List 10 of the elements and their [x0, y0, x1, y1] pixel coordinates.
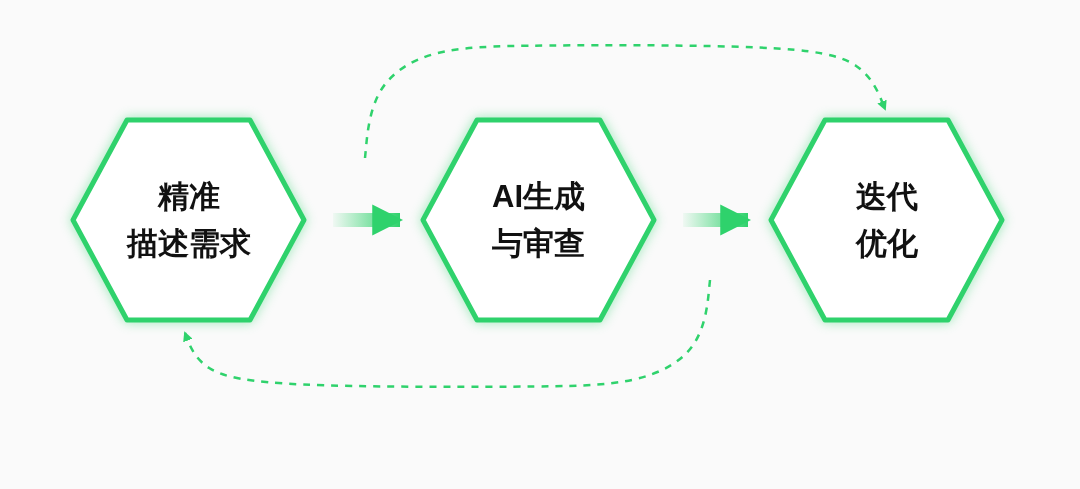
node-label: 迭代优化: [855, 177, 918, 262]
dashed-arrow: [183, 279, 712, 389]
node-label: 精准描述需求: [126, 177, 251, 262]
arrow: [333, 204, 404, 236]
node-label: AI生成与审查: [492, 177, 585, 262]
arrow: [683, 204, 752, 236]
dashed-arrow: [363, 44, 887, 159]
hexagon-node: [70, 117, 307, 323]
hexagon-node: [768, 117, 1005, 323]
hexagon-node: [420, 117, 657, 323]
